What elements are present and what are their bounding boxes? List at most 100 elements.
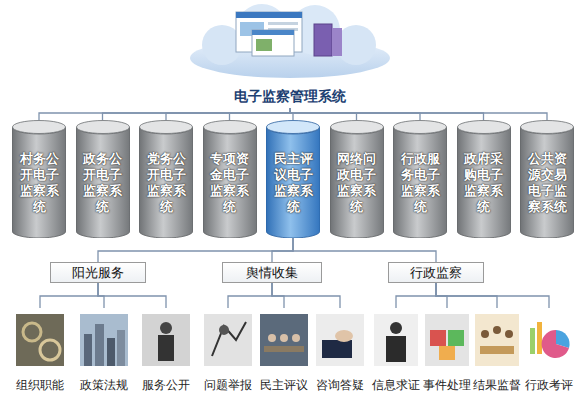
- function-item-label: 结果监督: [473, 377, 521, 394]
- cylinder-top: [267, 121, 320, 134]
- connector-line: [40, 283, 98, 308]
- cylinder-top: [13, 121, 66, 134]
- function-item: 结果监督: [471, 308, 523, 396]
- photo-detail: [430, 330, 446, 346]
- connector-line: [166, 108, 290, 120]
- connector-line: [436, 283, 549, 308]
- system-cylinder-label: 公共资 源交易 电子监 察系统: [527, 151, 567, 215]
- system-title-label: 电子监察管理系统: [234, 88, 346, 106]
- browser-content: [268, 28, 298, 31]
- cylinder-top: [140, 121, 193, 134]
- category-box: 舆情收集: [222, 262, 322, 283]
- cylinder-body: [393, 127, 447, 238]
- connector-line: [290, 108, 547, 120]
- function-item: 政策法规: [78, 308, 130, 396]
- cylinder-body: [266, 127, 320, 238]
- category-box-label: 阳光服务: [72, 264, 124, 282]
- browser-window: [252, 30, 294, 56]
- connector-line: [39, 108, 290, 120]
- photo: [142, 314, 190, 366]
- function-item: 事件处理: [421, 308, 473, 396]
- pie-slice: [542, 330, 569, 358]
- system-cylinder: 网络问 政电子 监察系 统: [330, 120, 384, 238]
- category-box-label: 行政监察: [410, 264, 462, 282]
- connector-line: [293, 238, 436, 262]
- browser-bar: [252, 30, 294, 35]
- photo: [204, 314, 252, 366]
- connector-line: [272, 283, 340, 308]
- photo: [16, 314, 64, 366]
- photo: [527, 314, 571, 366]
- system-cylinder-label: 行政服 务电子 监察系 统: [400, 151, 440, 215]
- system-cylinder-label: 政府采 购电子 监察系 统: [464, 151, 504, 215]
- photo-detail: [107, 338, 115, 366]
- browser-content: [240, 22, 264, 36]
- function-item-label: 信息求证: [372, 377, 420, 394]
- cylinder-top: [76, 121, 129, 134]
- cylinder-top: [394, 121, 447, 134]
- photo-detail: [117, 330, 125, 366]
- function-item: 组织职能: [14, 308, 66, 396]
- cloud-shape: [236, 4, 288, 56]
- system-cylinder-label: 政务公 开电子 监察系 统: [83, 151, 123, 215]
- system-cylinder: 政务公 开电子 监察系 统: [76, 120, 130, 238]
- photo: [425, 314, 469, 366]
- photo-detail: [40, 340, 60, 360]
- function-item: 行政考评: [523, 308, 575, 396]
- photo-detail: [386, 336, 406, 362]
- cloud-shape: [336, 25, 376, 65]
- category-box: 行政监察: [388, 262, 484, 283]
- browser-content: [256, 39, 272, 51]
- system-title: 电子监察管理系统: [200, 86, 380, 108]
- photo-detail: [439, 346, 455, 360]
- cylinder-body: [520, 127, 574, 238]
- system-cylinder: 公共资 源交易 电子监 察系统: [520, 120, 574, 238]
- photo: [374, 314, 418, 366]
- function-item: 问题举报: [202, 308, 254, 396]
- system-cylinder: 村务公 开电子 监察系 统: [12, 120, 66, 238]
- photo-detail: [481, 330, 489, 338]
- system-cylinder-label: 党务公 开电子 监察系 统: [146, 151, 186, 215]
- connector-line: [290, 108, 357, 120]
- system-cylinder-label: 网络问 政电子 监察系 统: [337, 151, 377, 215]
- connector-line: [228, 283, 272, 308]
- system-cylinder: 行政服 务电子 监察系 统: [393, 120, 447, 238]
- photo: [80, 314, 128, 366]
- connector-line: [98, 238, 293, 262]
- connector-line: [103, 108, 291, 120]
- connector-line: [290, 108, 484, 120]
- function-item-label: 行政考评: [525, 377, 573, 394]
- photo: [475, 314, 519, 366]
- photo-detail: [448, 330, 464, 346]
- connector-line: [396, 283, 436, 308]
- photo-detail: [390, 322, 402, 334]
- photo-detail: [335, 330, 353, 342]
- pie-slice: [556, 330, 570, 348]
- photo-detail: [280, 334, 288, 342]
- photo-detail: [268, 334, 276, 342]
- photo-detail: [23, 323, 41, 341]
- photo-detail: [322, 340, 352, 358]
- cloud-shape: [190, 38, 390, 78]
- cylinder-body: [330, 127, 384, 238]
- photo-detail: [493, 326, 501, 334]
- cylinder-top: [521, 121, 574, 134]
- browser-window: [236, 12, 302, 52]
- cloud-shape: [202, 25, 242, 65]
- photo-detail: [95, 324, 104, 366]
- function-item-label: 事件处理: [423, 377, 471, 394]
- cylinder-body: [139, 127, 193, 238]
- cylinder-body: [12, 127, 66, 238]
- cylinder-body: [203, 127, 257, 238]
- photo-detail: [505, 330, 513, 338]
- function-item-label: 组织职能: [16, 377, 64, 394]
- system-cylinder: 专项资 金电子 监察系 统: [203, 120, 257, 238]
- photo-detail: [530, 328, 535, 354]
- category-box-label: 舆情收集: [246, 264, 298, 282]
- photo-detail: [292, 334, 300, 342]
- system-cylinder: 民主评 议电子 监察系 统: [266, 120, 320, 238]
- cylinder-top: [457, 121, 510, 134]
- connector-line: [290, 108, 420, 120]
- function-item: 信息求证: [370, 308, 422, 396]
- photo: [316, 314, 364, 366]
